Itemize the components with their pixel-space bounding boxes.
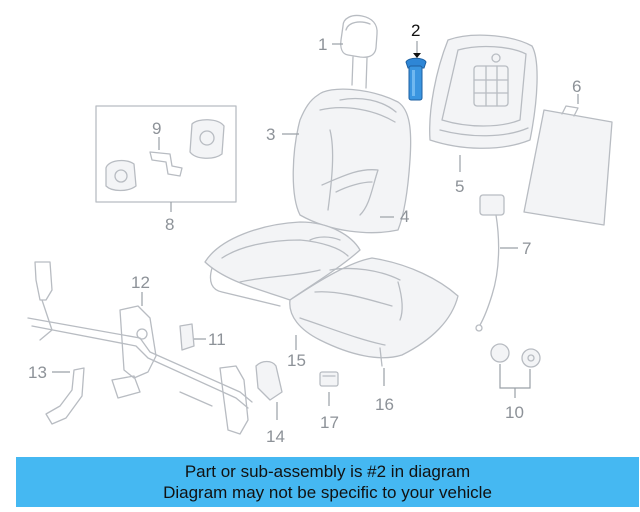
- info-banner: Part or sub-assembly is #2 in diagram Di…: [16, 457, 639, 507]
- callout-15: 15: [287, 351, 306, 370]
- callout-4: 4: [400, 207, 409, 226]
- release-cable-part: [475, 194, 505, 332]
- seat-frame-part: [27, 261, 253, 435]
- seat-back-frame-part: [429, 34, 538, 149]
- back-panel-part: [523, 105, 613, 226]
- callout-9: 9: [152, 119, 161, 138]
- cover-part-14: [255, 360, 283, 401]
- callout-7: 7: [522, 239, 531, 258]
- seat-cushion-right-part: [289, 257, 459, 367]
- callout-12: 12: [131, 273, 150, 292]
- callout-10: 10: [505, 403, 524, 422]
- callout-8: 8: [165, 215, 174, 234]
- callout-14: 14: [266, 427, 285, 446]
- clip-part-11: [179, 323, 195, 351]
- arrow-2: [413, 53, 421, 58]
- parts-diagram: 1 2 3 4 5 6: [27, 14, 613, 446]
- headrest-part: [340, 14, 378, 89]
- cap-parts-10: [490, 343, 541, 368]
- leader-10: [499, 364, 531, 398]
- callout-5: 5: [455, 177, 464, 196]
- callout-1: 1: [318, 35, 327, 54]
- callout-3: 3: [266, 125, 275, 144]
- banner-line-1: Part or sub-assembly is #2 in diagram: [184, 462, 471, 481]
- banner-line-2: Diagram may not be specific to your vehi…: [163, 483, 492, 502]
- bracket-part-13: [45, 367, 85, 425]
- headrest-guide-part: [405, 57, 427, 101]
- clip-part-17: [319, 371, 339, 387]
- seat-back-part: [292, 88, 412, 234]
- callout-6: 6: [572, 77, 581, 96]
- callout-11: 11: [208, 330, 226, 349]
- bracket-plate-part: [105, 119, 225, 192]
- callout-13: 13: [28, 363, 47, 382]
- callout-16: 16: [375, 395, 394, 414]
- seat-cushion-part: [204, 221, 361, 307]
- bracket-box: [95, 105, 237, 203]
- callout-17: 17: [320, 413, 339, 432]
- callout-2: 2: [411, 21, 420, 40]
- small-bracket-part: [149, 151, 183, 177]
